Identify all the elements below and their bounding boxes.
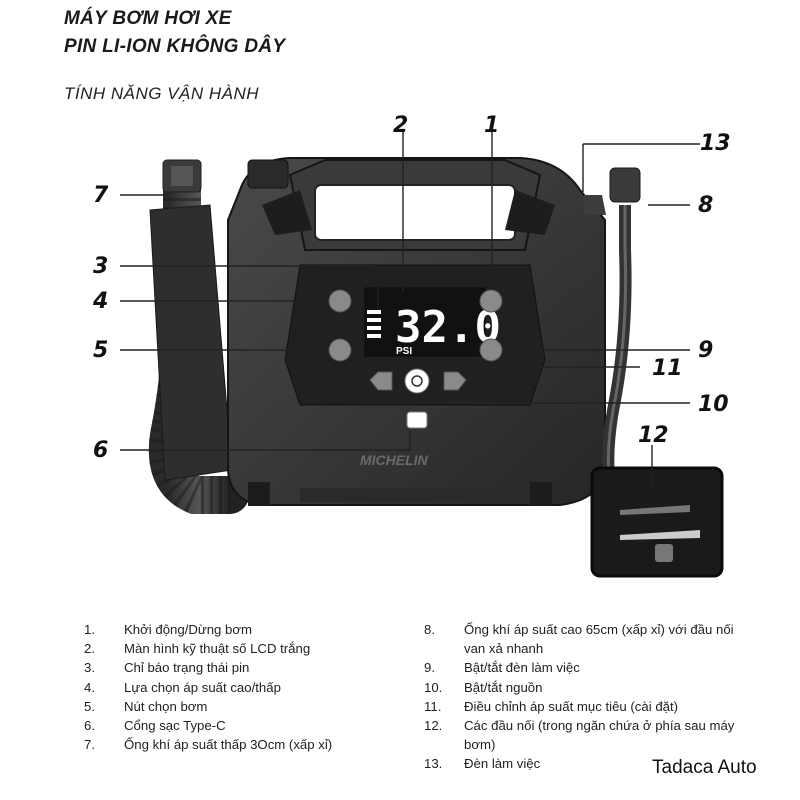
legend-number: 2. xyxy=(84,641,95,657)
subtitle: TÍNH NĂNG VẬN HÀNH xyxy=(64,84,260,103)
callout-4: 4 xyxy=(92,289,108,314)
legend-right: 8. Ống khí áp suất cao 65cm (xấp xỉ) với … xyxy=(424,620,744,774)
legend-item: 11. Điều chỉnh áp suất mục tiêu (cài đặt) xyxy=(424,697,744,716)
legend-text: Bật/tắt đèn làm việc xyxy=(464,660,580,676)
legend-item: 6. Cổng sạc Type-C xyxy=(84,716,414,735)
legend-number: 1. xyxy=(84,622,95,637)
legend-text: Màn hình kỹ thuật số LCD trắng xyxy=(124,641,311,657)
callout-7: 7 xyxy=(93,183,109,208)
legend-number: 8. xyxy=(424,622,435,637)
callout-2: 2 xyxy=(393,113,408,138)
legend-text: Ống khí áp suất thấp 3Ocm (xấp xỉ) xyxy=(124,737,333,753)
callout-13: 13 xyxy=(700,131,731,156)
legend-item: 5. Nút chọn bơm xyxy=(84,697,414,716)
legend-number: 11. xyxy=(424,698,442,714)
start-stop-button[interactable] xyxy=(479,289,503,313)
legend-number: 4. xyxy=(84,679,95,695)
callout-12: 12 xyxy=(638,423,669,448)
legend-number: 3. xyxy=(84,660,95,676)
work-light xyxy=(584,195,606,215)
legend-text: Ống khí áp suất cao 65cm (xấp xỉ) với đầ… xyxy=(464,622,734,657)
connectors-inset xyxy=(590,466,724,578)
legend-item: 12. Các đầu nối (trong ngăn chứa ở phía s… xyxy=(424,716,744,754)
legend-text: Các đầu nối (trong ngăn chứa ở phía sau … xyxy=(464,718,735,753)
legend-text: Bật/tắt nguồn xyxy=(464,679,543,695)
legend-item: 4. Lựa chọn áp suất cao/thấp xyxy=(84,678,414,697)
legend-number: 7. xyxy=(84,737,95,753)
control-panel: 32.0 PSI MICHELIN xyxy=(284,264,546,468)
legend-text: Cổng sạc Type-C xyxy=(124,718,226,734)
title-line-1: MÁY BƠM HƠI XE xyxy=(64,8,232,29)
callout-5: 5 xyxy=(93,338,108,363)
legend-left: 1. Khởi động/Dừng bơm 2. Màn hình kỹ thuật … xyxy=(84,620,414,754)
legend-item: 13. Đèn làm việc xyxy=(424,754,744,773)
legend-item: 9. Bật/tắt đèn làm việc xyxy=(424,658,744,677)
type-c-port[interactable] xyxy=(406,411,428,429)
title-line-2: PIN LI-ION KHÔNG DÂY xyxy=(64,36,286,57)
legend-number: 6. xyxy=(84,718,95,734)
legend-item: 1. Khởi động/Dừng bơm xyxy=(84,620,414,639)
callout-6: 6 xyxy=(93,438,108,463)
callout-3: 3 xyxy=(93,254,108,279)
target-pressure-plus-button[interactable] xyxy=(443,371,467,391)
pump-diagram: 32.0 PSI MICHELIN xyxy=(92,113,731,578)
callout-8: 8 xyxy=(698,193,713,218)
callout-11: 11 xyxy=(652,356,683,381)
callout-9: 9 xyxy=(698,338,713,363)
legend-text: Điều chỉnh áp suất mục tiêu (cài đặt) xyxy=(464,698,679,714)
callout-1: 1 xyxy=(484,113,499,138)
legend-number: 13. xyxy=(424,756,443,772)
power-button[interactable] xyxy=(404,368,430,394)
legend-text: Lựa chọn áp suất cao/thấp xyxy=(124,679,281,695)
watermark: Tadaca Auto xyxy=(652,757,757,778)
lcd-unit: PSI xyxy=(396,346,412,357)
pump-select-button[interactable] xyxy=(328,338,352,362)
legend-item: 7. Ống khí áp suất thấp 3Ocm (xấp xỉ) xyxy=(84,735,414,754)
work-light-button[interactable] xyxy=(479,338,503,362)
legend-number: 12. xyxy=(424,718,443,734)
high-pressure-hose xyxy=(602,167,641,486)
legend-text: Đèn làm việc xyxy=(464,756,541,772)
target-pressure-minus-button[interactable] xyxy=(369,371,393,391)
legend-text: Nút chọn bơm xyxy=(124,698,208,714)
pressure-select-button[interactable] xyxy=(328,289,352,313)
legend-item: 8. Ống khí áp suất cao 65cm (xấp xỉ) với … xyxy=(424,620,744,658)
legend-item: 2. Màn hình kỹ thuật số LCD trắng xyxy=(84,639,414,658)
battery-indicator xyxy=(367,310,381,338)
legend-item: 10. Bật/tắt nguồn xyxy=(424,678,744,697)
legend-text: Chỉ báo trạng thái pin xyxy=(124,660,250,676)
callout-10: 10 xyxy=(698,392,729,417)
legend-text: Khởi động/Dừng bơm xyxy=(124,622,253,637)
legend-item: 3. Chỉ báo trạng thái pin xyxy=(84,658,414,677)
legend-number: 10. xyxy=(424,679,443,695)
brand-logo-text: MICHELIN xyxy=(360,452,429,468)
legend-number: 9. xyxy=(424,660,435,676)
legend-number: 5. xyxy=(84,698,95,714)
